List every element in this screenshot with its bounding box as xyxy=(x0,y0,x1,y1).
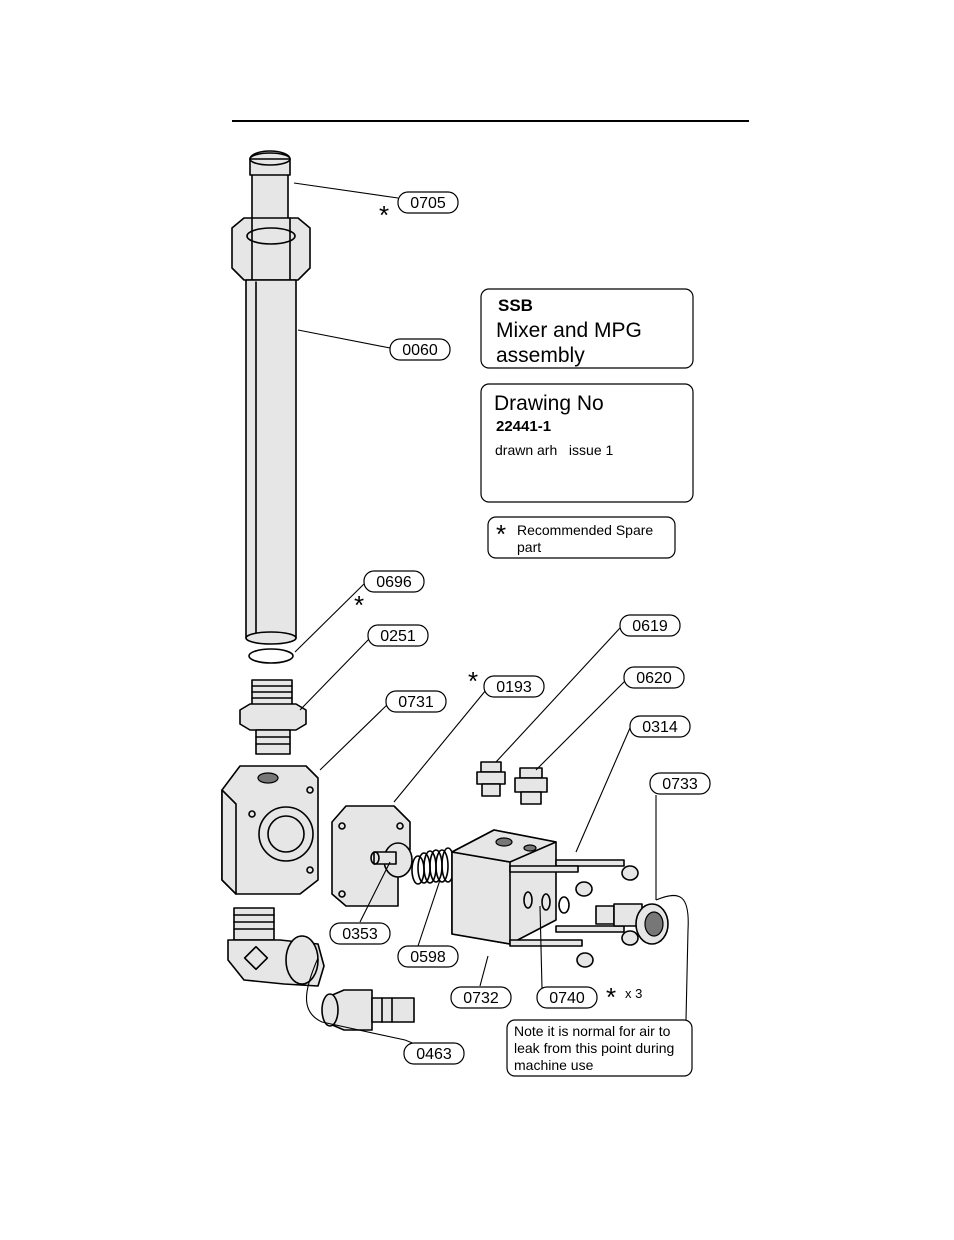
drawing-info: drawn arh issue 1 xyxy=(495,442,613,458)
svg-text:0193: 0193 xyxy=(496,679,532,696)
svg-text:0251: 0251 xyxy=(380,628,416,645)
note-line-2: leak from this point during xyxy=(514,1040,674,1056)
callout-0620: 0620 xyxy=(624,667,684,688)
part-0620-fitting xyxy=(515,768,547,804)
note-box: Note it is normal for air to leak from t… xyxy=(507,1020,692,1076)
callout-0463: 0463 xyxy=(404,1043,464,1064)
quantity-0740: x 3 xyxy=(625,986,642,1001)
svg-text:0619: 0619 xyxy=(632,618,668,635)
svg-text:0731: 0731 xyxy=(398,694,434,711)
spare-star-0740: * xyxy=(606,982,616,1012)
part-0463-coupler xyxy=(322,990,414,1030)
spare-legend-star: * xyxy=(496,519,506,549)
callout-0060: 0060 xyxy=(390,339,450,360)
spare-legend-box: * Recommended Spare part xyxy=(488,517,675,558)
svg-text:0733: 0733 xyxy=(662,776,698,793)
svg-text:0463: 0463 xyxy=(416,1046,452,1063)
title-line-3: assembly xyxy=(496,344,585,367)
callout-0251: 0251 xyxy=(368,625,428,646)
svg-text:0732: 0732 xyxy=(463,990,499,1007)
part-0251-fitting xyxy=(240,680,306,754)
part-0060-tube xyxy=(232,218,310,644)
callout-0314: 0314 xyxy=(630,716,690,737)
title-box: SSB Mixer and MPG assembly xyxy=(481,289,693,368)
spare-star-0193: * xyxy=(468,666,478,696)
svg-text:0060: 0060 xyxy=(402,342,438,359)
part-0731-housing xyxy=(222,766,318,894)
part-0696-oring xyxy=(249,649,293,663)
drawing-number: 22441-1 xyxy=(496,418,551,435)
callout-0598: 0598 xyxy=(398,946,458,967)
svg-text:0696: 0696 xyxy=(376,574,412,591)
title-line-2: Mixer and MPG xyxy=(496,319,642,342)
callout-0353: 0353 xyxy=(330,923,390,944)
part-0193-plate xyxy=(332,806,412,906)
note-line-3: machine use xyxy=(514,1057,594,1073)
svg-text:0705: 0705 xyxy=(410,195,446,212)
svg-text:0353: 0353 xyxy=(342,926,378,943)
note-line-1: Note it is normal for air to xyxy=(514,1023,671,1039)
svg-text:0598: 0598 xyxy=(410,949,446,966)
spare-star-0705: * xyxy=(379,200,389,230)
title-ssb: SSB xyxy=(498,296,533,315)
svg-text:0620: 0620 xyxy=(636,670,672,687)
svg-text:0314: 0314 xyxy=(642,719,678,736)
spare-legend-line-2: part xyxy=(517,539,541,555)
part-0619-fitting xyxy=(477,762,505,796)
callout-0619: 0619 xyxy=(620,615,680,636)
callout-0193: 0193 xyxy=(484,676,544,697)
spare-star-0696: * xyxy=(354,590,364,620)
svg-text:0740: 0740 xyxy=(549,990,585,1007)
drawing-number-box: Drawing No 22441-1 drawn arh issue 1 xyxy=(481,384,693,502)
callout-0740: 0740 xyxy=(537,987,597,1008)
part-elbow-fitting xyxy=(228,908,324,986)
callout-0705: 0705 xyxy=(398,192,458,213)
callout-0696: 0696 xyxy=(364,571,424,592)
part-0598-spring xyxy=(412,848,454,884)
callout-0733: 0733 xyxy=(650,773,710,794)
spare-legend-line-1: Recommended Spare xyxy=(517,522,653,538)
callout-0731: 0731 xyxy=(386,691,446,712)
drawing-no-label: Drawing No xyxy=(494,392,604,415)
callout-0732: 0732 xyxy=(451,987,511,1008)
